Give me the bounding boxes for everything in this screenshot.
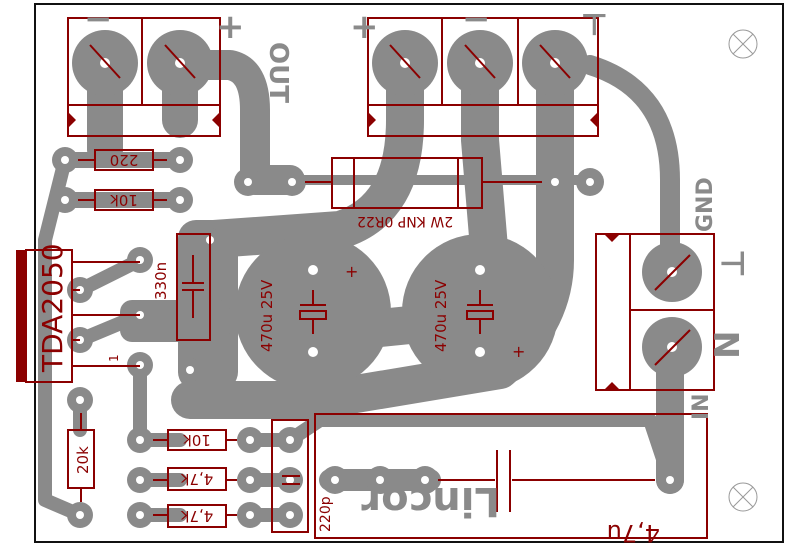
- c220p-label: 220p: [318, 496, 334, 532]
- gnd-in-symbol: ⊥: [714, 249, 752, 278]
- r20k-label: 20k: [74, 446, 92, 474]
- r10k-top-label: 10k: [110, 191, 138, 209]
- resistor-2w-label: 2W KNP 0R22: [357, 213, 453, 229]
- c47u-label: 4,7u: [607, 519, 660, 547]
- small-pads: [52, 147, 684, 528]
- silk-cap-220p: [271, 419, 309, 533]
- c470-left-plus: +: [345, 262, 358, 281]
- in-symbol: N: [708, 331, 748, 359]
- c330n-label: 330n: [152, 262, 170, 300]
- plus-out-symbol: +: [216, 7, 245, 47]
- silk-cap-330n: [176, 233, 211, 341]
- plus-power-symbol: +: [350, 7, 379, 47]
- mounting-hole-bottom-right: [728, 482, 758, 512]
- brand-label: Lincor: [361, 478, 500, 524]
- ic-label: TDA2050: [36, 243, 69, 373]
- silk-resistor-220: [78, 149, 167, 171]
- silk-cap-4u7: [314, 413, 708, 539]
- c470-right-label: 470u 25V: [432, 279, 450, 352]
- gnd-label: GND: [693, 177, 718, 232]
- r220-label: 220: [110, 151, 139, 169]
- power-terminal-pads: [372, 30, 588, 96]
- out-label: OUT: [263, 42, 293, 103]
- silk-resistor-10k-bottom: [153, 429, 237, 451]
- silk-power-terminal: [367, 17, 599, 137]
- silk-resistor-4k7-1: [153, 467, 237, 491]
- in-label: IN: [689, 393, 714, 420]
- ic-pin1-label: 1: [107, 354, 121, 362]
- r47k-1-label: 4,7k: [180, 470, 213, 488]
- silk-input-terminal: [595, 233, 715, 391]
- minus-out-symbol: −: [84, 0, 113, 39]
- minus-power-symbol: −: [462, 0, 491, 39]
- c470-right-plus: +: [512, 342, 525, 361]
- silk-resistor-2w: [305, 157, 542, 209]
- r10k-bottom-label: 10k: [183, 431, 211, 449]
- silk-elco-left: [299, 290, 327, 334]
- silk-ic-tda2050: [16, 249, 140, 383]
- r47k-2-label: 4,7k: [180, 507, 213, 525]
- gnd-power-symbol: ⊥: [581, 6, 608, 41]
- silk-resistor-20k: [67, 413, 95, 502]
- mounting-hole-top-right: [728, 29, 758, 59]
- silk-resistor-4k7-2: [153, 504, 237, 528]
- silk-resistor-10k-top: [78, 189, 167, 211]
- silk-output-terminal: [67, 17, 221, 137]
- c470-left-label: 470u 25V: [258, 279, 276, 352]
- silk-elco-right: [466, 290, 494, 334]
